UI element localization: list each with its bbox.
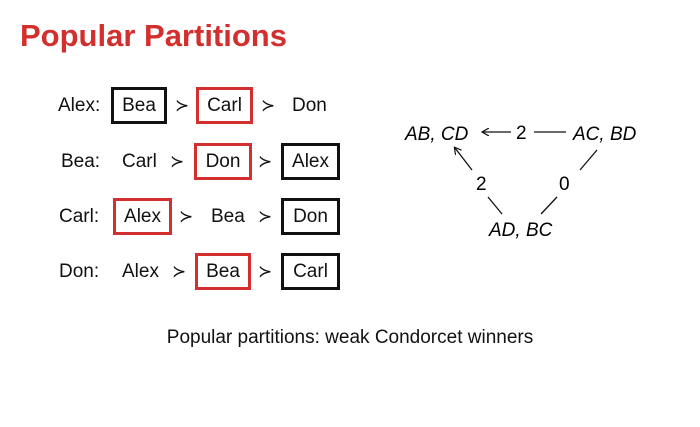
agent-label: Bea: xyxy=(61,151,101,172)
choice-box-red: Carl xyxy=(196,87,253,124)
choice-box-red: Don xyxy=(194,143,252,180)
choice-box-black: Bea xyxy=(111,87,167,124)
choice-box-black: Alex xyxy=(281,143,340,180)
choice-box-red: Bea xyxy=(195,253,251,290)
choice-box-black: Don xyxy=(281,198,340,235)
agent-label: Don: xyxy=(59,261,100,282)
choice-box-black: Carl xyxy=(281,253,340,290)
prec-symbol: ≻ xyxy=(175,96,190,115)
edge-line-right-upper xyxy=(579,149,598,171)
edge-line-left xyxy=(487,196,503,215)
choice-plain: Alex xyxy=(122,261,159,282)
choice-plain: Don xyxy=(292,95,327,116)
prec-symbol: ≻ xyxy=(179,207,194,226)
prec-symbol: ≻ xyxy=(172,262,187,281)
agent-label: Carl: xyxy=(59,206,100,227)
node-ab-cd: AB, CD xyxy=(404,124,469,145)
edge-weight-left: 2 xyxy=(476,174,487,195)
prec-symbol: ≻ xyxy=(261,96,276,115)
prec-symbol: ≻ xyxy=(258,207,273,226)
prec-symbol: ≻ xyxy=(170,152,185,171)
slide-caption: Popular partitions: weak Condorcet winne… xyxy=(166,327,534,348)
prec-symbol: ≻ xyxy=(258,262,273,281)
edge-line-right-lower xyxy=(540,196,558,215)
edge-weight-top: 2 xyxy=(516,123,527,144)
node-ad-bc: AD, BC xyxy=(488,220,553,241)
agent-label: Alex: xyxy=(58,95,101,116)
prec-symbol: ≻ xyxy=(258,152,273,171)
edge-arrow-left xyxy=(455,148,473,171)
choice-plain: Bea xyxy=(211,206,245,227)
node-ac-bd: AC, BD xyxy=(572,124,637,145)
edge-weight-right: 0 xyxy=(559,174,570,195)
choice-box-red: Alex xyxy=(113,198,172,235)
choice-plain: Carl xyxy=(122,151,157,172)
slide-title: Popular Partitions xyxy=(20,18,287,53)
